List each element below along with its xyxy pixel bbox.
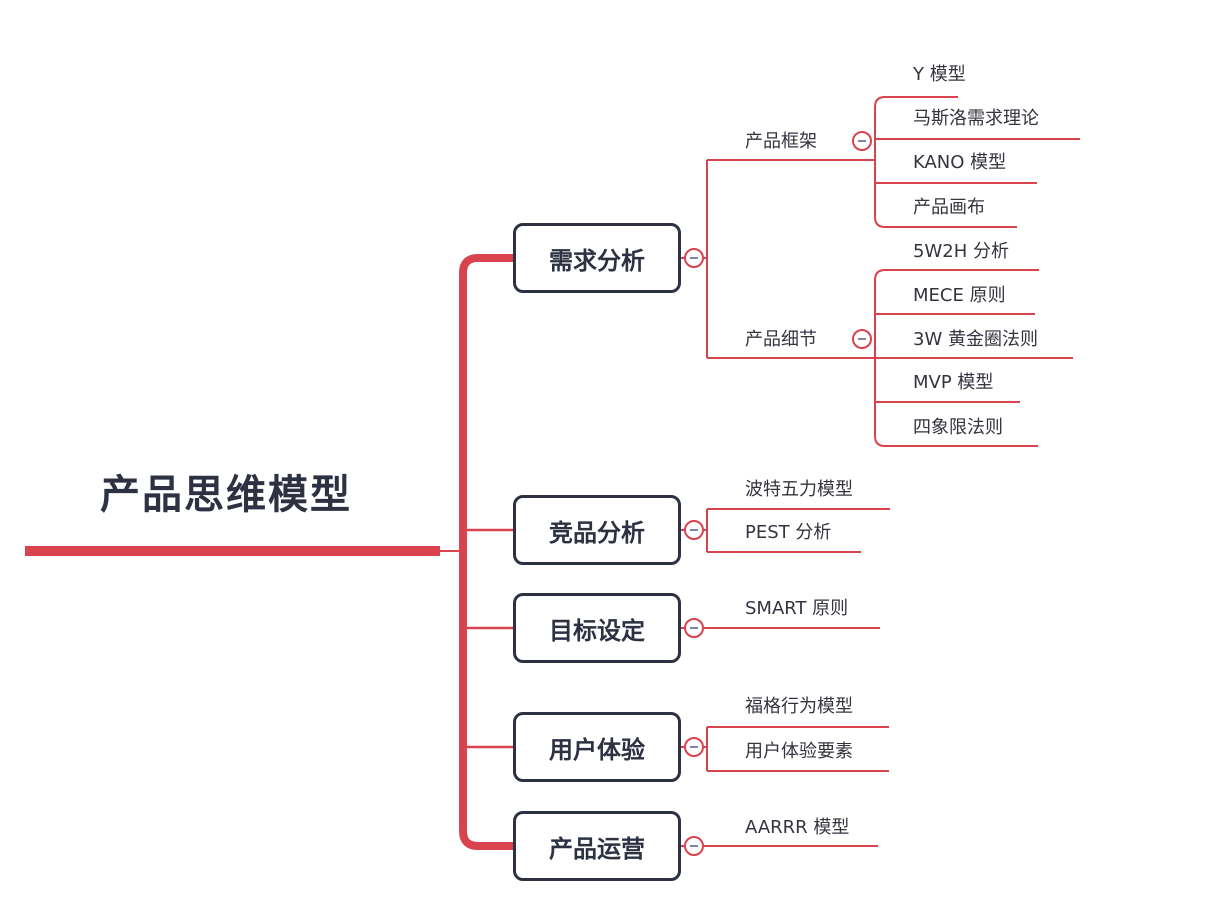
leaf-topic[interactable]: PEST 分析	[745, 522, 832, 543]
leaf-topic[interactable]: 波特五力模型	[745, 479, 853, 500]
branch-node-competitor[interactable]: 竞品分析	[513, 495, 681, 565]
leaf-topic[interactable]: 用户体验要素	[745, 741, 853, 762]
branch-node-requirements[interactable]: 需求分析	[513, 223, 681, 293]
trunk-line	[459, 254, 513, 850]
branch-node-goal[interactable]: 目标设定	[513, 593, 681, 663]
subtopic-product-framework[interactable]: 产品框架	[745, 131, 817, 152]
collapse-toggle-icon[interactable]	[852, 131, 872, 151]
branch-node-ux[interactable]: 用户体验	[513, 712, 681, 782]
leaf-topic[interactable]: 3W 黄金圈法则	[913, 329, 1038, 350]
root-topic[interactable]: 产品思维模型	[100, 472, 352, 518]
trunk-branches	[462, 528, 513, 749]
leaf-topic[interactable]: 福格行为模型	[745, 696, 853, 717]
collapse-toggle-icon[interactable]	[684, 836, 704, 856]
collapse-toggle-icon[interactable]	[852, 329, 872, 349]
leaf-topic[interactable]: 产品画布	[913, 197, 985, 218]
leaf-topic[interactable]: AARRR 模型	[745, 817, 850, 838]
framework-leaf-lines	[874, 96, 1080, 228]
leaf-topic[interactable]: 四象限法则	[913, 417, 1003, 438]
subtopic-product-detail[interactable]: 产品细节	[745, 329, 817, 350]
leaf-topic[interactable]: Y 模型	[913, 64, 966, 85]
collapse-toggle-icon[interactable]	[684, 618, 704, 638]
detail-leaf-lines	[874, 269, 1073, 447]
leaf-topic[interactable]: SMART 原则	[745, 598, 849, 619]
collapse-toggle-icon[interactable]	[684, 737, 704, 757]
leaf-topic[interactable]: KANO 模型	[913, 152, 1007, 173]
leaf-topic[interactable]: 5W2H 分析	[913, 241, 1009, 262]
leaf-topic[interactable]: MECE 原则	[913, 285, 1006, 306]
branch-node-operations[interactable]: 产品运营	[513, 811, 681, 881]
collapse-toggle-icon[interactable]	[684, 248, 704, 268]
leaf-topic[interactable]: MVP 模型	[913, 372, 994, 393]
leaf-topic[interactable]: 马斯洛需求理论	[913, 108, 1039, 129]
collapse-toggle-icon[interactable]	[684, 520, 704, 540]
